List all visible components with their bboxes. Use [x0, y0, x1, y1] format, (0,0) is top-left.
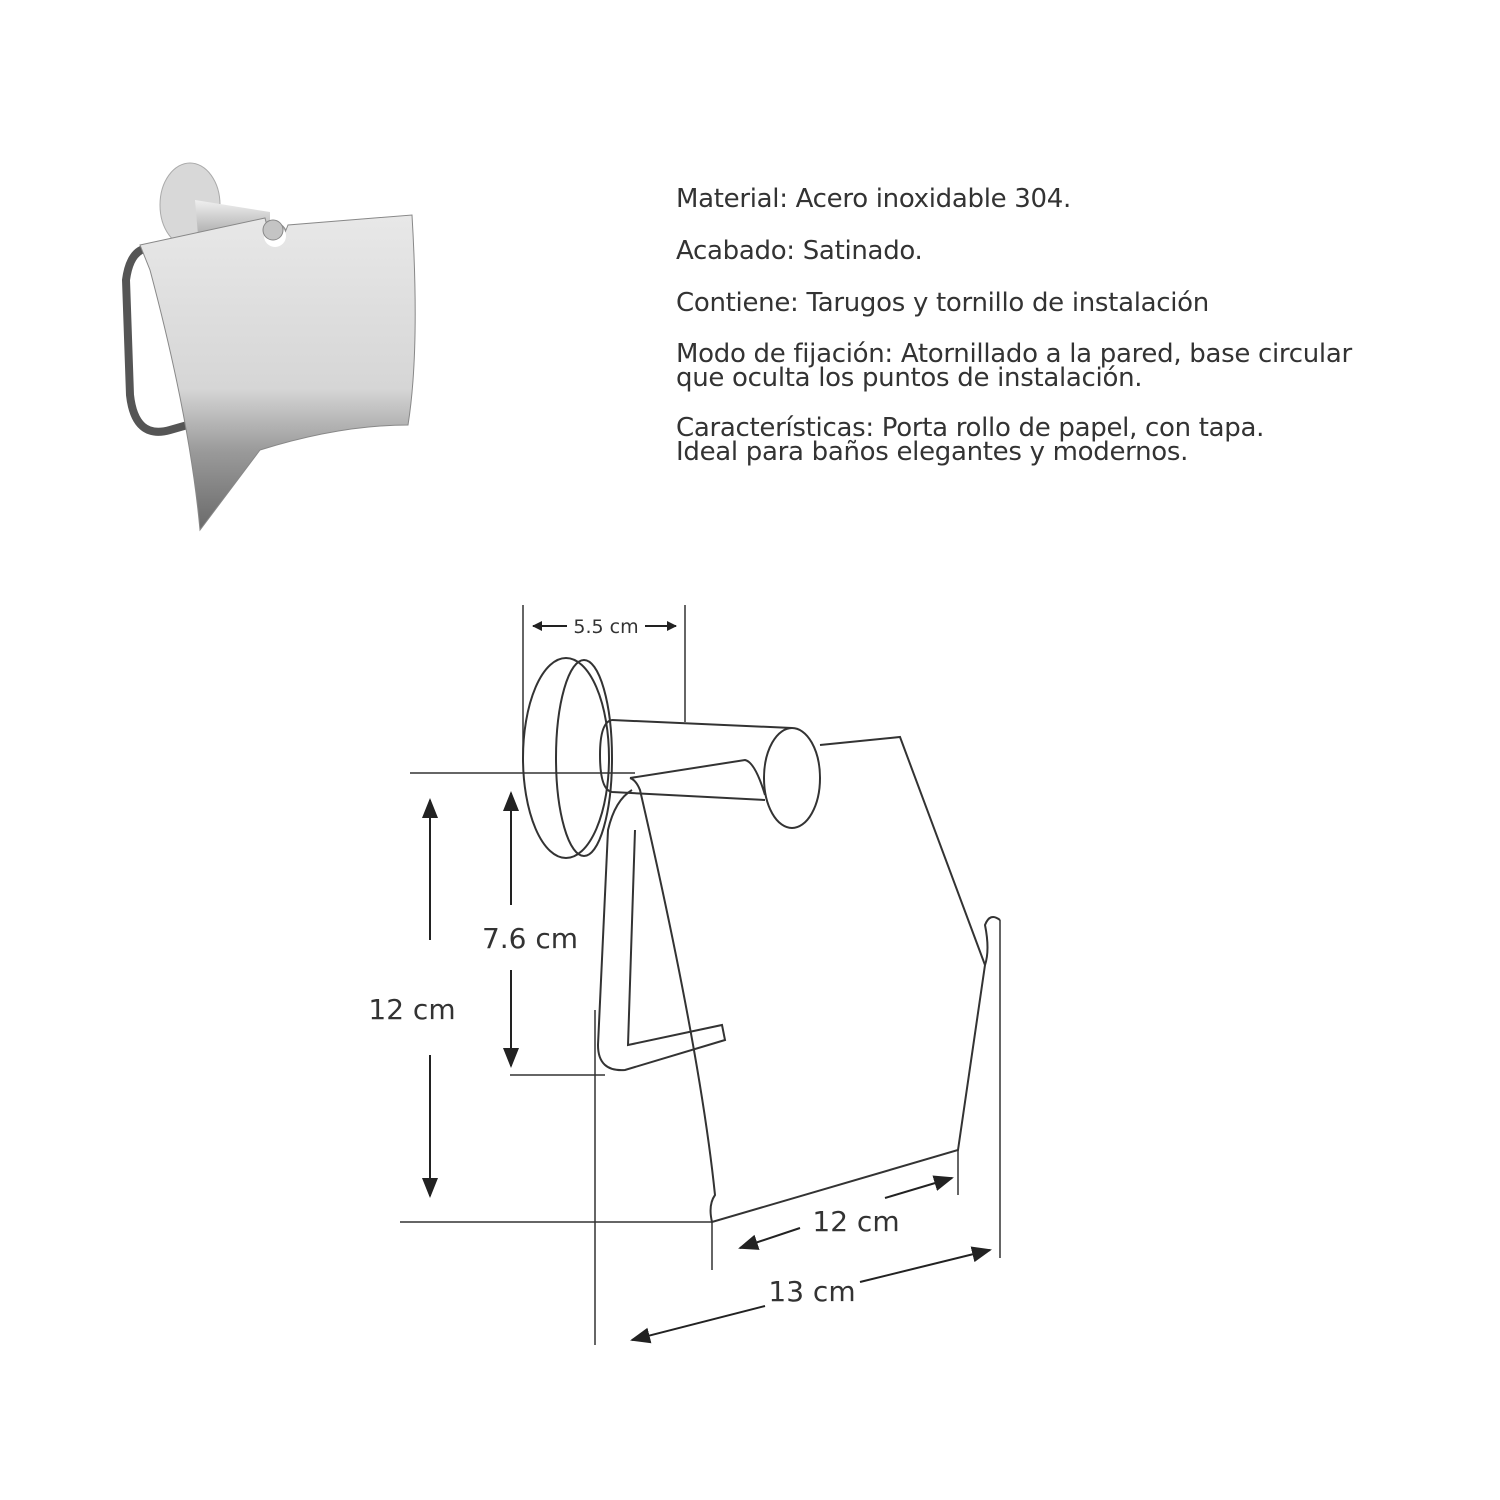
arrow-width-right [859, 1246, 992, 1283]
dim-arm-height: 7.6 cm [482, 922, 578, 955]
spec-features: Características: Porta rollo de papel, c… [676, 413, 1476, 467]
dimension-arrows [422, 621, 992, 1344]
arrow-width-left [630, 1305, 766, 1344]
dim-base-width: 5.5 cm [573, 616, 638, 638]
spec-finish: Acabado: Satinado. [676, 238, 1476, 264]
spec-contents: Contiene: Tarugos y tornillo de instalac… [676, 290, 1476, 316]
spec-line: que oculta los puntos de instalación. [676, 363, 1143, 393]
product-photo [90, 150, 440, 540]
spec-line: Modo de fijación: Atornillado a la pared… [676, 339, 1352, 369]
spec-line: Acabado: Satinado. [676, 236, 923, 266]
dim-total-height: 12 cm [368, 993, 455, 1026]
spec-line: Características: Porta rollo de papel, c… [676, 413, 1265, 443]
spec-mounting: Modo de fijación: Atornillado a la pared… [676, 339, 1476, 393]
dim-total-width: 13 cm [768, 1275, 855, 1308]
spec-line: Material: Acero inoxidable 304. [676, 184, 1071, 214]
extension-lines [400, 605, 1001, 1345]
spec-line: Ideal para baños elegantes y modernos. [676, 437, 1189, 467]
specifications-list: Material: Acero inoxidable 304. Acabado:… [676, 186, 1476, 490]
arrow-cover-left [738, 1227, 801, 1250]
spec-material: Material: Acero inoxidable 304. [676, 186, 1476, 212]
spec-line: Contiene: Tarugos y tornillo de instalac… [676, 288, 1209, 318]
holder-outline [522, 657, 1001, 1224]
arrow-cover-right [884, 1175, 954, 1199]
dim-cover-width: 12 cm [812, 1205, 899, 1238]
